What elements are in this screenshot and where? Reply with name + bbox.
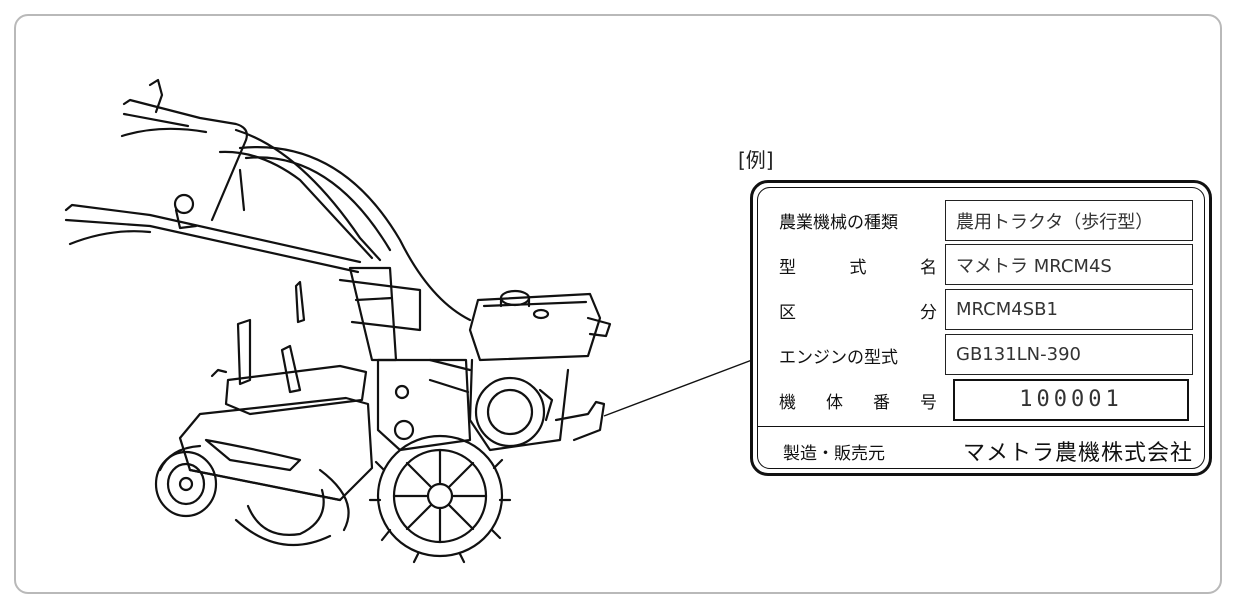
key-part: 区 bbox=[779, 303, 796, 323]
nameplate-row-engine-model: エンジンの型式 GB131LN-390 bbox=[769, 333, 1193, 378]
key-part: 機 bbox=[779, 393, 796, 413]
key-part: 号 bbox=[920, 393, 937, 413]
example-label: [例] bbox=[738, 148, 774, 172]
manufacturer-line: 製造・販売元 マメトラ農機株式会社 bbox=[783, 435, 1193, 467]
leader-line bbox=[603, 359, 753, 417]
row-key: 区 分 bbox=[769, 298, 945, 323]
row-key: 型 式 名 bbox=[769, 253, 945, 278]
manufacturer-name: マメトラ農機株式会社 bbox=[962, 441, 1193, 466]
nameplate-row-model-name: 型 式 名 マメトラ MRCM4S bbox=[769, 243, 1193, 288]
row-value: MRCM4SB1 bbox=[945, 289, 1193, 331]
nameplate-rows: 農業機械の種類 農用トラクタ（歩行型） 型 式 名 マメトラ MRCM4S 区 … bbox=[769, 198, 1193, 423]
row-key: 農業機械の種類 bbox=[769, 208, 945, 233]
row-value: GB131LN-390 bbox=[945, 334, 1193, 376]
key-part: 名 bbox=[920, 258, 937, 278]
key-part: エンジンの型式 bbox=[779, 348, 898, 368]
key-part: 農業機械の種類 bbox=[779, 213, 898, 233]
nameplate: 農業機械の種類 農用トラクタ（歩行型） 型 式 名 マメトラ MRCM4S 区 … bbox=[750, 180, 1212, 476]
figure-frame bbox=[14, 14, 1222, 594]
serial-number-box: 100001 bbox=[953, 378, 1189, 421]
row-key: エンジンの型式 bbox=[769, 343, 945, 368]
row-value: マメトラ MRCM4S bbox=[945, 244, 1193, 286]
manufacturer-label: 製造・販売元 bbox=[783, 443, 885, 464]
key-part: 型 bbox=[779, 258, 796, 278]
key-part: 分 bbox=[920, 303, 937, 323]
row-value: 農用トラクタ（歩行型） bbox=[945, 200, 1193, 241]
key-part: 体 bbox=[826, 393, 843, 413]
key-part: 式 bbox=[849, 258, 867, 278]
nameplate-row-serial-number: 機 体 番 号 100001 bbox=[769, 378, 1193, 423]
row-key: 機 体 番 号 bbox=[769, 388, 945, 413]
key-part: 番 bbox=[873, 393, 890, 413]
nameplate-row-machine-type: 農業機械の種類 農用トラクタ（歩行型） bbox=[769, 198, 1193, 243]
nameplate-row-classification: 区 分 MRCM4SB1 bbox=[769, 288, 1193, 333]
nameplate-divider bbox=[757, 426, 1205, 427]
